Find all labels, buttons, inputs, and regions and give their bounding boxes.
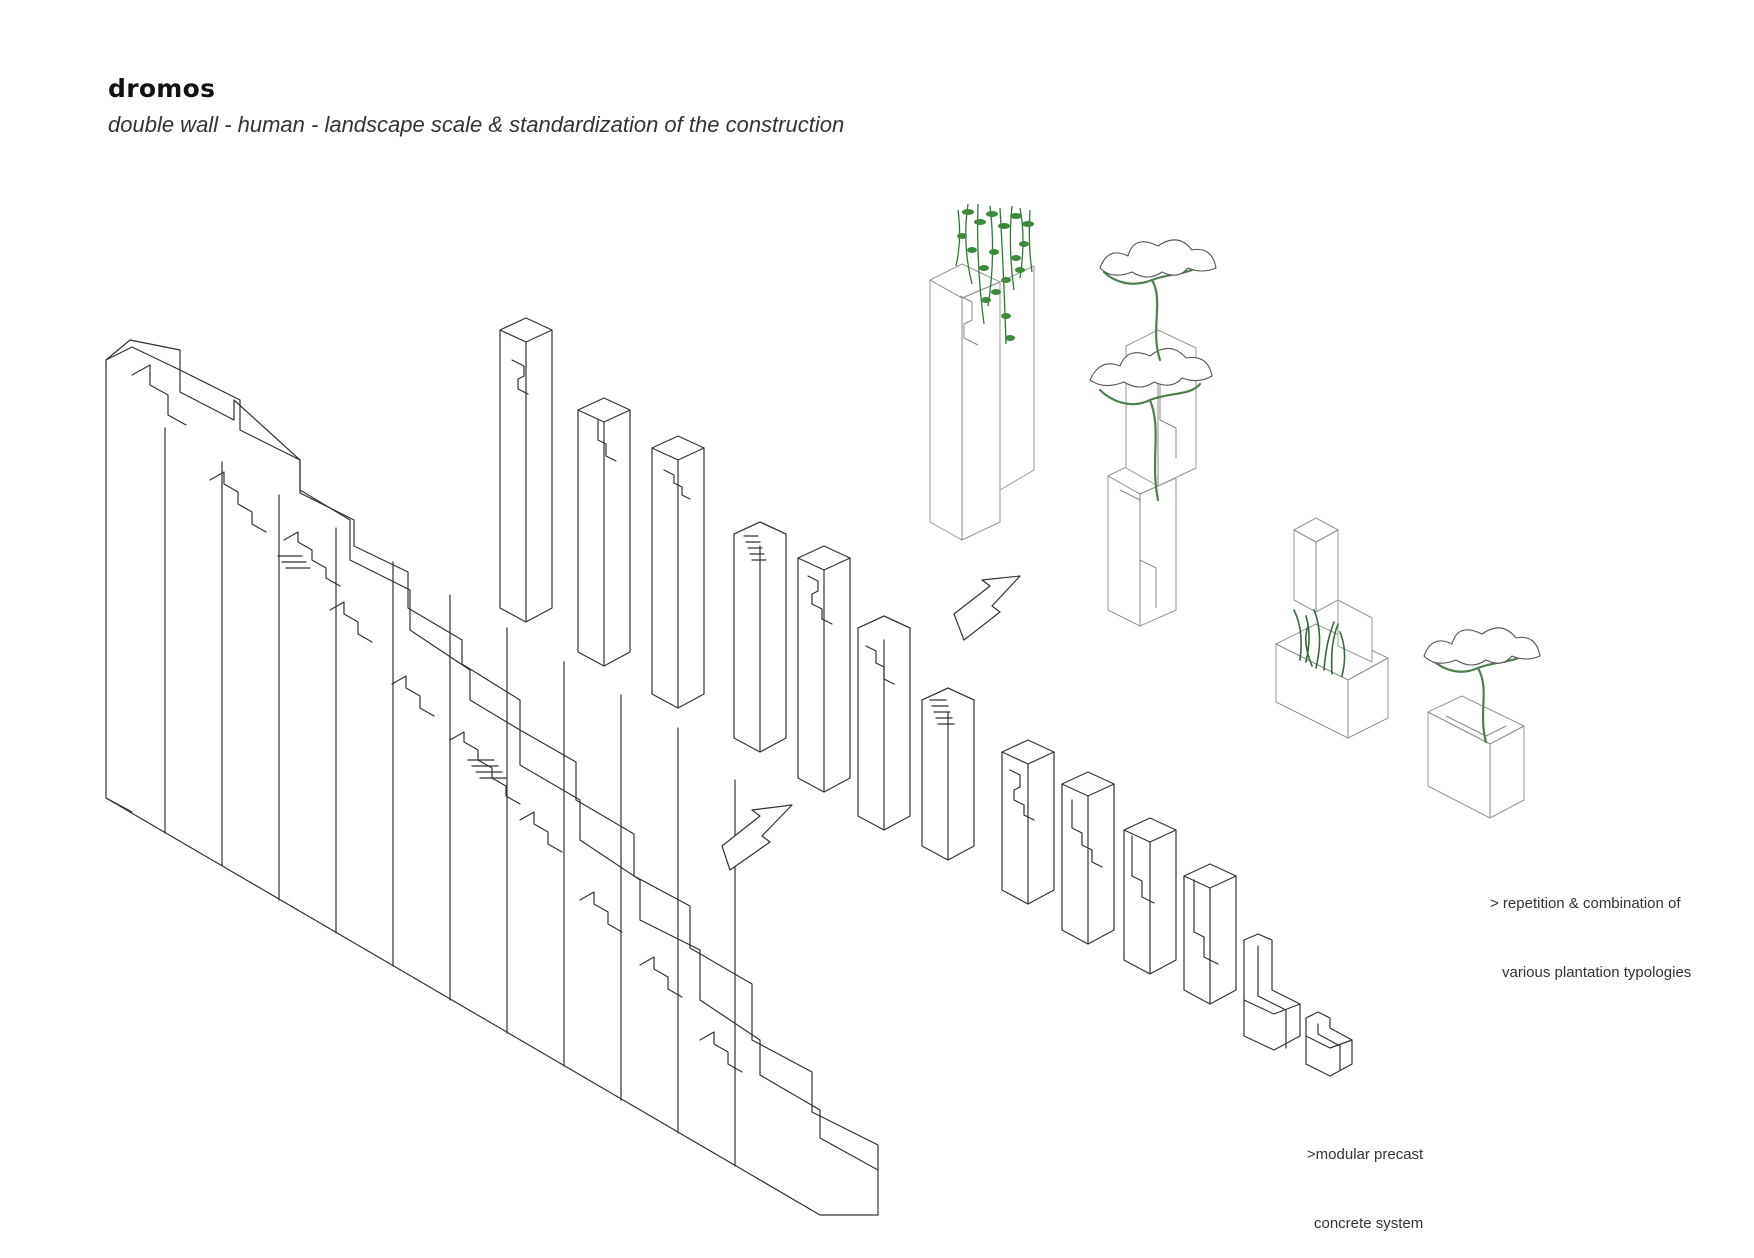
diagram-subtitle: double wall - human - landscape scale & … <box>108 112 845 137</box>
precast-note: >modular precast concrete system <box>1302 1097 1423 1258</box>
tree-icon <box>1423 627 1541 744</box>
precast-note-line2: concrete system <box>1314 1215 1424 1232</box>
small-tree-module <box>1423 627 1541 819</box>
precast-modules-upper <box>499 317 975 861</box>
plantation-note: > repetition & combination of various pl… <box>1490 846 1691 1007</box>
precast-note-line1: >modular precast <box>1306 1146 1424 1163</box>
plantation-note-line2: various plantation typologies <box>1502 964 1692 981</box>
tree-module <box>1089 239 1217 627</box>
grass-icon <box>1293 609 1346 677</box>
tree-icon <box>1089 239 1217 502</box>
precast-modules-lower <box>1001 739 1353 1077</box>
double-wall <box>105 339 879 1216</box>
plantation-note-line1: > repetition & combination of <box>1490 895 1681 912</box>
arrow-icon <box>721 575 1021 871</box>
vine-module <box>929 203 1035 541</box>
diagram-title: dromos <box>108 74 216 103</box>
grass-module <box>1275 517 1389 739</box>
vine-icon <box>955 203 1034 345</box>
